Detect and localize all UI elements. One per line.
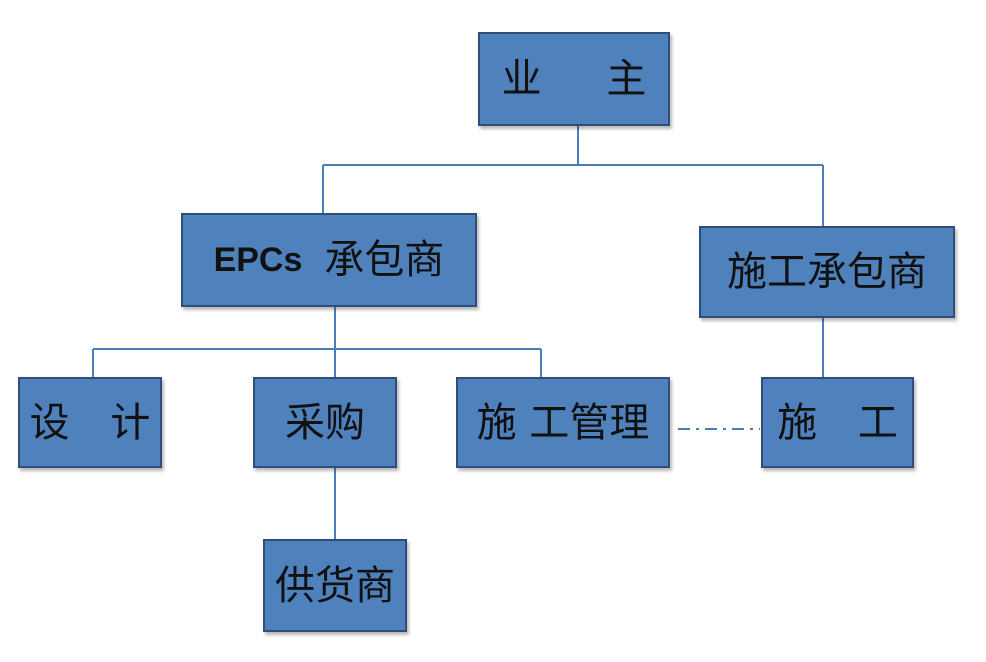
construction-contractor-box: 施工承包商 [699, 226, 955, 318]
design-box: 设 计 [18, 377, 162, 468]
supplier-box: 供货商 [263, 539, 407, 632]
design-label: 设 计 [29, 399, 165, 446]
procurement-box: 采购 [253, 377, 397, 468]
owner-box: 业 主 [478, 32, 670, 126]
construction-label: 施 工 [777, 399, 912, 446]
construction-box: 施 工 [761, 377, 914, 468]
construction-contractor-label: 施工承包商 [727, 249, 927, 295]
supplier-label: 供货商 [275, 562, 395, 609]
construction-management-box: 施 工管理 [456, 377, 670, 468]
construction-management-label: 施 工管理 [476, 399, 650, 446]
epc-label-latin: EPCs [213, 241, 303, 279]
procurement-label: 采购 [285, 399, 365, 446]
epc-label-cn: 承包商 [324, 237, 445, 283]
owner-label: 业 主 [501, 56, 673, 102]
epc-contractor-box: EPCs 承包商 [181, 213, 477, 307]
